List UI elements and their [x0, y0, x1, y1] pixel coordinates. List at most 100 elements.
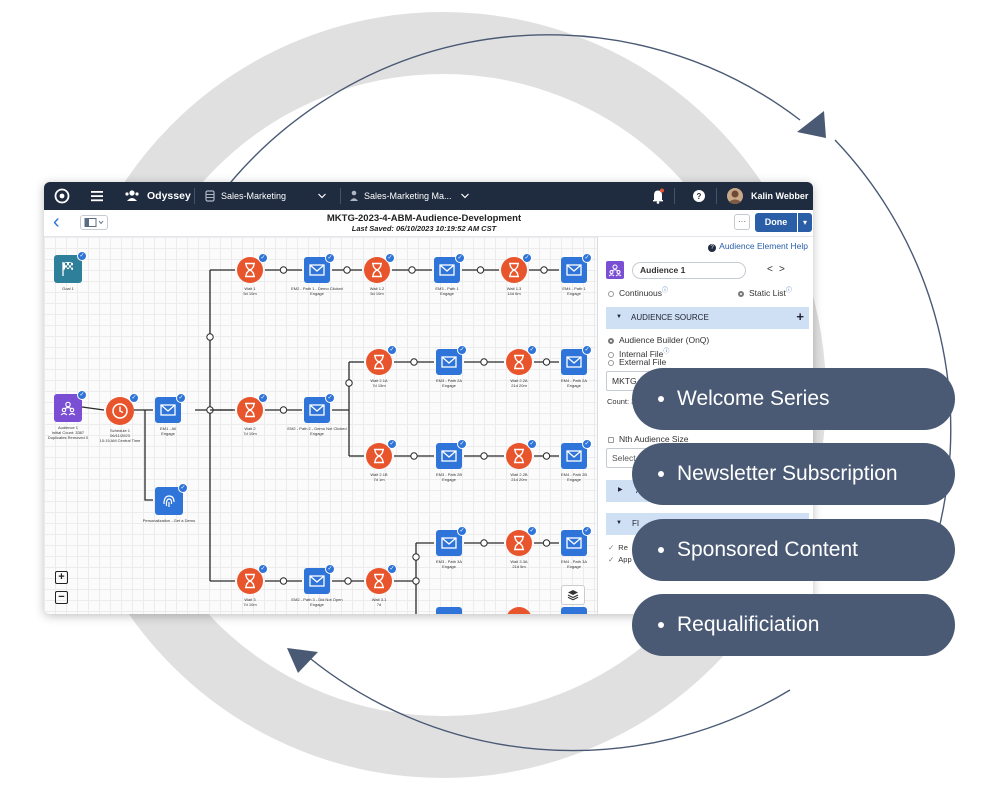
- bullet-dot: [658, 471, 664, 477]
- static-radio[interactable]: [738, 290, 744, 297]
- connector-dot[interactable]: [480, 452, 488, 460]
- connector-dot[interactable]: [412, 553, 420, 561]
- source-radio[interactable]: [608, 351, 614, 358]
- connector-dot[interactable]: [279, 266, 288, 274]
- connector-dot[interactable]: [480, 358, 488, 366]
- hamburger-menu-icon[interactable]: [90, 182, 104, 210]
- clock-icon: [112, 403, 128, 419]
- flow-node[interactable]: [561, 607, 587, 614]
- nth-label: Nth Audience Size: [619, 434, 689, 444]
- odyssey-logo-icon[interactable]: [54, 182, 70, 210]
- connector-dot[interactable]: [343, 266, 351, 274]
- nth-audience-option[interactable]: Nth Audience Size: [608, 434, 688, 444]
- audience-name-input[interactable]: Audience 1: [632, 262, 746, 279]
- connector-dot[interactable]: [279, 406, 288, 414]
- user-name[interactable]: Kalin Webber: [751, 191, 809, 201]
- source-radio[interactable]: [608, 338, 614, 344]
- help-link[interactable]: ?Audience Element Help: [708, 241, 808, 252]
- flow-node[interactable]: [506, 607, 532, 614]
- connector-dot[interactable]: [542, 452, 551, 460]
- source-option-0[interactable]: Audience Builder (OnQ): [608, 335, 709, 345]
- check-badge-icon: ✓: [457, 345, 467, 355]
- connector-dot[interactable]: [480, 539, 488, 547]
- bell-icon[interactable]: [651, 182, 665, 210]
- layers-button[interactable]: [561, 585, 585, 605]
- zoom-out-button[interactable]: −: [55, 591, 68, 604]
- chevron-down-icon[interactable]: [317, 182, 327, 210]
- connector-dot[interactable]: [206, 333, 214, 341]
- mode-continuous[interactable]: Continuousⓘ: [608, 285, 668, 298]
- check-option-1[interactable]: ✓Re: [608, 543, 628, 552]
- flow-node-pers[interactable]: ✓Personalization - Get a Demo: [143, 483, 195, 523]
- program-selector[interactable]: Sales-Marketing Ma...: [364, 191, 452, 201]
- connector-dot[interactable]: [540, 266, 548, 274]
- connector-dot[interactable]: [344, 577, 352, 585]
- source-option-1[interactable]: Internal Fileⓘ: [608, 346, 669, 359]
- connector-dot[interactable]: [476, 266, 485, 274]
- done-menu-button[interactable]: ▾: [798, 213, 812, 232]
- continuous-radio[interactable]: [608, 290, 614, 297]
- connector-dot[interactable]: [542, 539, 551, 547]
- nth-checkbox[interactable]: [608, 437, 614, 443]
- cycle-arc-bottom: [299, 649, 791, 752]
- check-option-2[interactable]: ✓App: [608, 555, 632, 564]
- connector-dot[interactable]: [279, 577, 288, 585]
- help-icon[interactable]: ?: [692, 182, 706, 210]
- connector-dot[interactable]: [345, 379, 353, 387]
- connector-dot[interactable]: [542, 358, 551, 366]
- next-element-button[interactable]: >: [779, 264, 785, 275]
- node-shape: ✓: [54, 390, 87, 422]
- flow-node-goal[interactable]: ✓Goal 1: [54, 251, 87, 291]
- source-option-2[interactable]: External File: [608, 357, 666, 367]
- chevron-down-icon[interactable]: [460, 182, 470, 210]
- source-radio[interactable]: [608, 360, 614, 366]
- connector-dot[interactable]: [408, 266, 416, 274]
- previous-element-button[interactable]: <: [767, 264, 773, 275]
- mode-static[interactable]: Static Listⓘ: [738, 285, 792, 298]
- flow-node[interactable]: [436, 607, 462, 614]
- hourglass-icon: [509, 262, 519, 278]
- zoom-in-button[interactable]: +: [55, 571, 68, 584]
- connector-dot[interactable]: [410, 358, 418, 366]
- avatar[interactable]: [726, 182, 744, 210]
- view-toggle-button[interactable]: [80, 215, 108, 230]
- more-button[interactable]: ···: [734, 214, 750, 230]
- check-icon[interactable]: ✓: [608, 543, 615, 552]
- connector-dot[interactable]: [412, 577, 420, 585]
- done-button[interactable]: Done: [755, 213, 797, 232]
- workspace-selector[interactable]: Sales-Marketing: [221, 191, 287, 201]
- back-icon[interactable]: ‹: [53, 211, 60, 233]
- audience-source-section[interactable]: ▼ AUDIENCE SOURCE +: [606, 307, 809, 329]
- check-icon[interactable]: ✓: [608, 555, 615, 564]
- connector-dot[interactable]: [410, 452, 418, 460]
- add-source-button[interactable]: +: [796, 309, 804, 324]
